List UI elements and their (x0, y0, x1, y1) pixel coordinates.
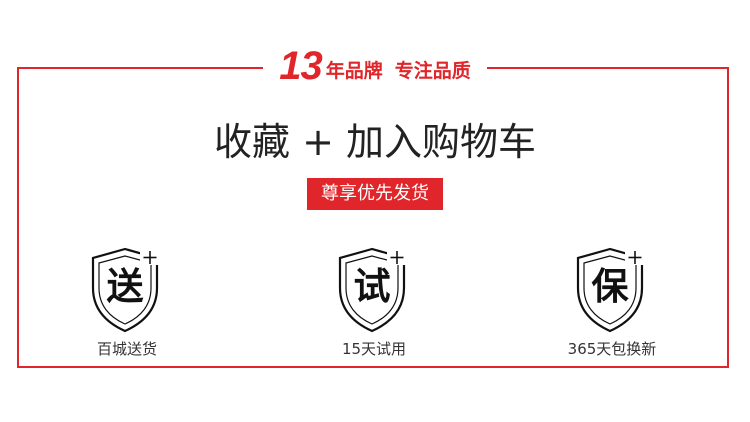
shield-plus-icon: 送 (91, 247, 160, 333)
shield-plus-icon: 试 (338, 247, 407, 333)
header-number: 13 (279, 44, 322, 88)
priority-shipping-badge: 尊享优先发货 (307, 178, 443, 210)
shield-plus-icon: 保 (576, 247, 645, 333)
shield-glyph: 送 (107, 265, 144, 308)
badge-container: 尊享优先发货 (0, 178, 750, 210)
header-focus-text: 专注品质 (394, 60, 471, 82)
feature-trial: 试 15天试用 (309, 244, 439, 360)
feature-warranty: 保 365天包换新 (547, 244, 677, 360)
feature-caption: 15天试用 (341, 340, 407, 358)
shield-glyph: 试 (354, 265, 391, 308)
shield-glyph: 保 (592, 265, 630, 308)
feature-caption: 百城送货 (96, 340, 157, 358)
feature-caption: 365天包换新 (567, 340, 657, 358)
headline: 收藏 + 加入购物车 (214, 120, 536, 164)
feature-delivery: 送 百城送货 (62, 244, 192, 360)
header-brand-text: 年品牌 (325, 60, 383, 82)
